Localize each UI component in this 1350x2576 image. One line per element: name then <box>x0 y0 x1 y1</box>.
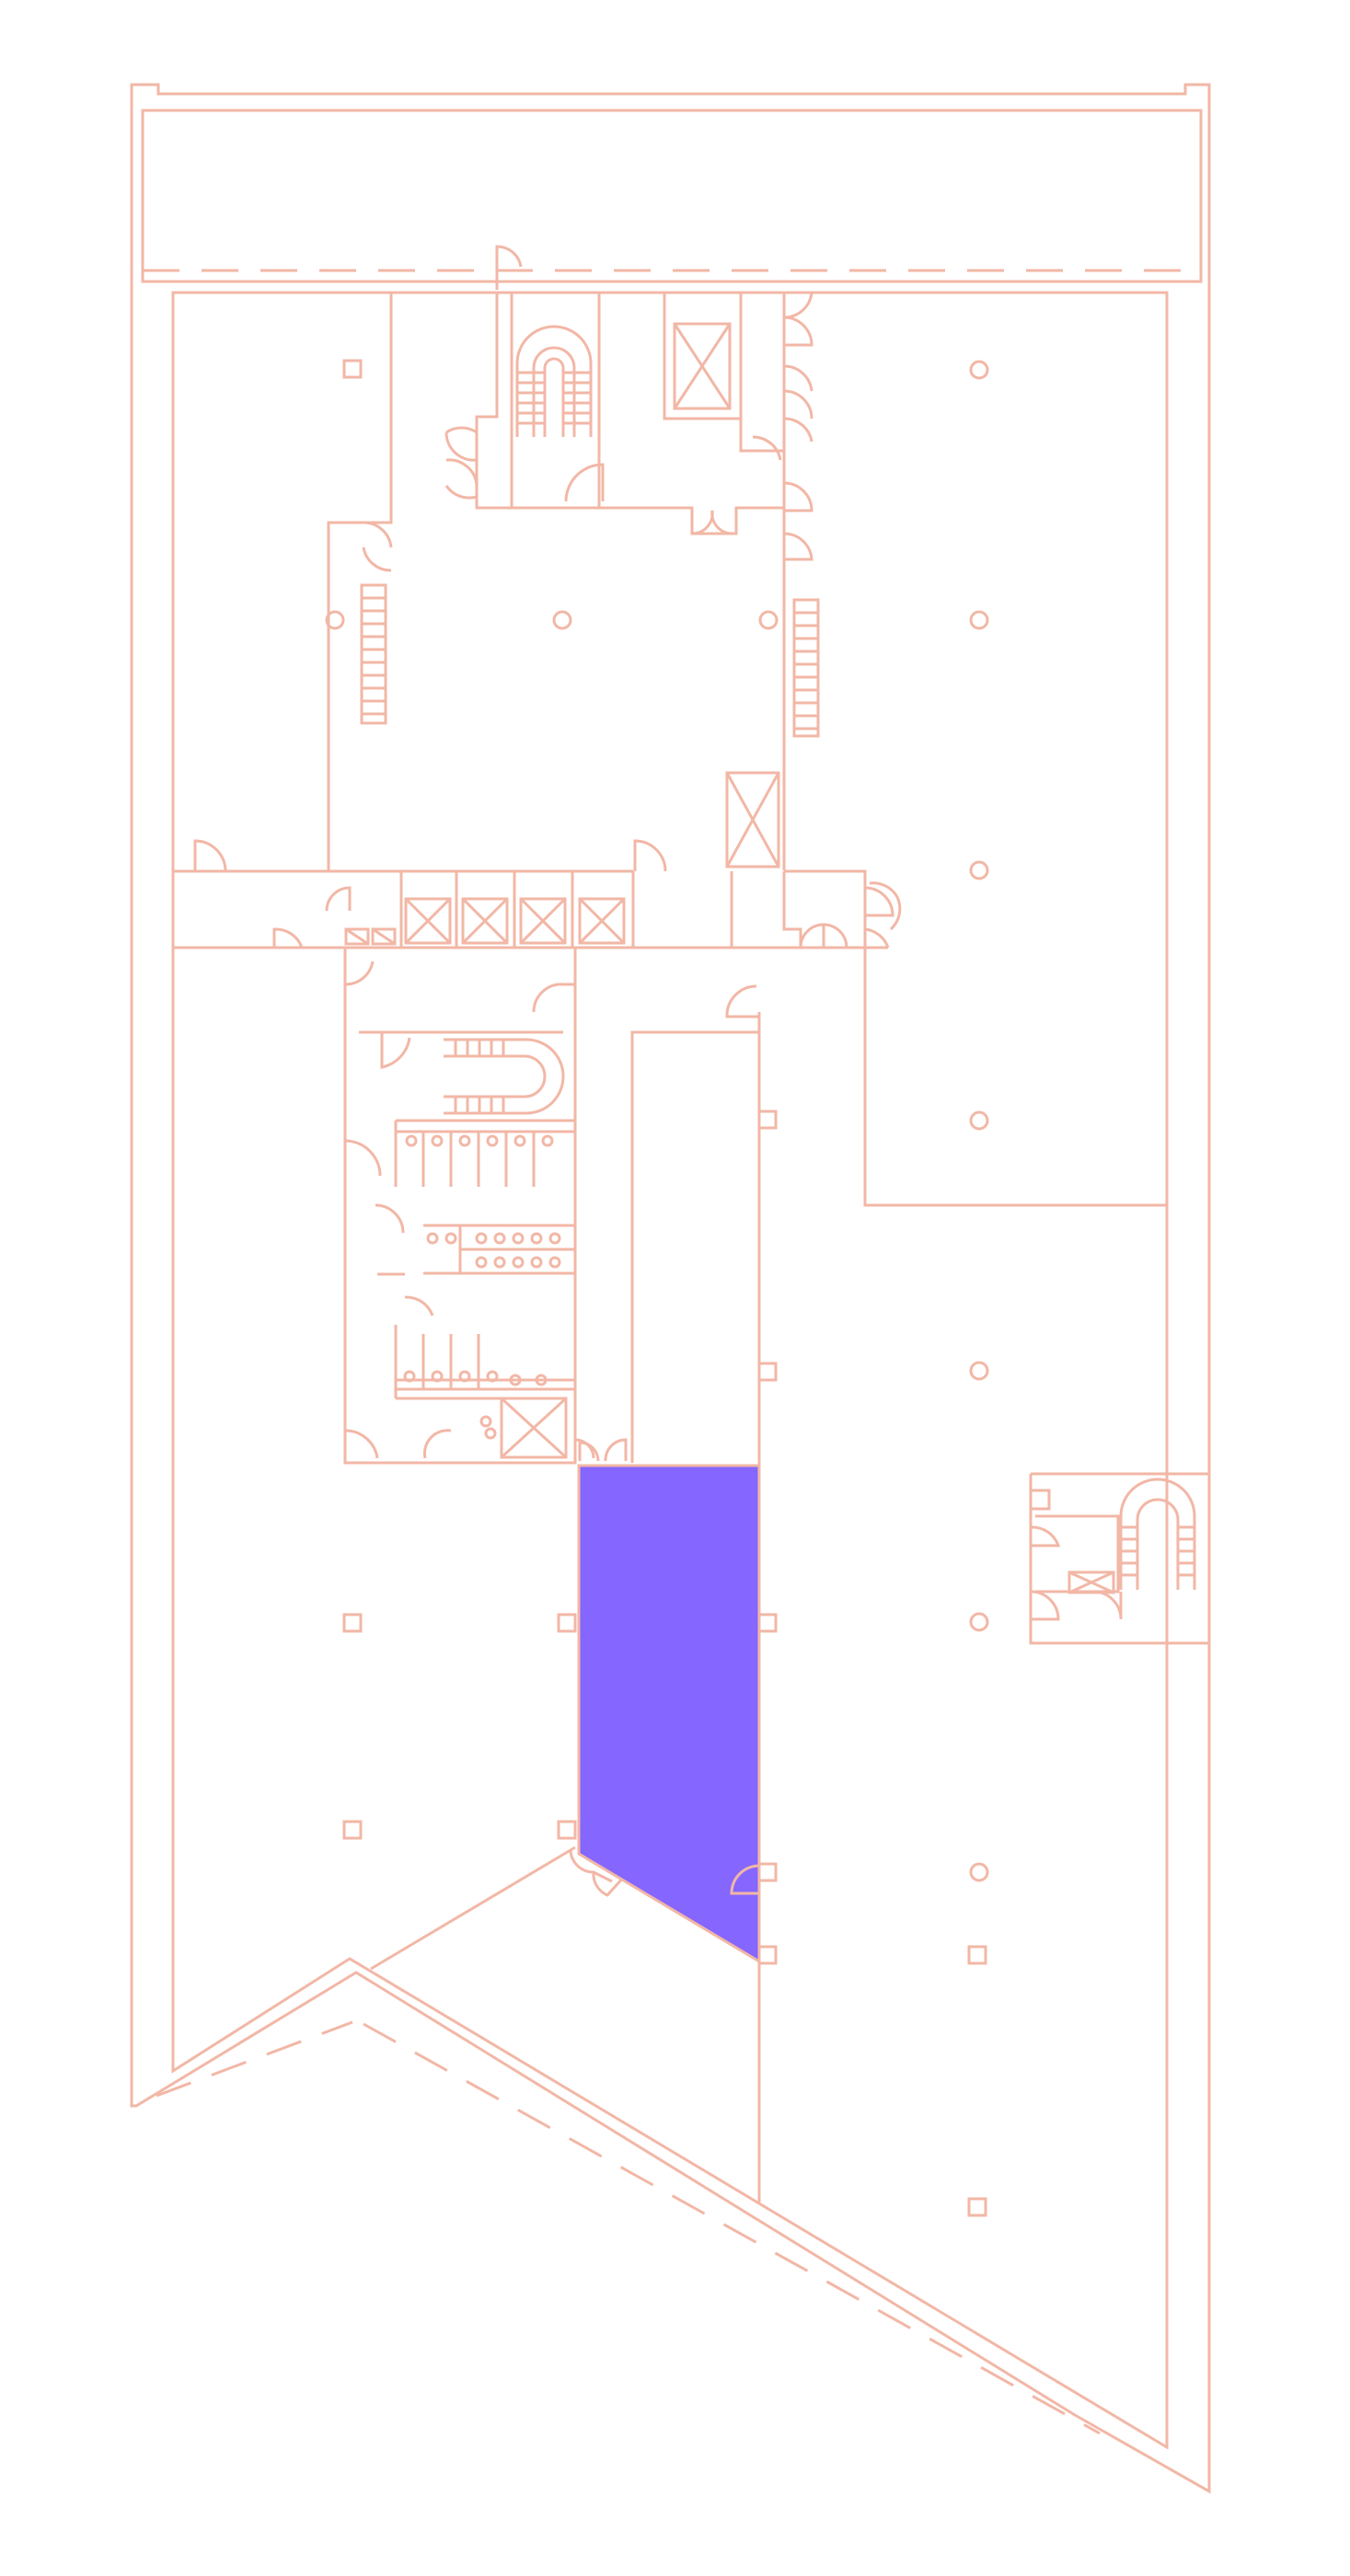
lift-1 <box>404 897 452 945</box>
small-lift-b <box>371 927 397 946</box>
wc-stalls-1 <box>421 1132 536 1187</box>
restroom-block <box>343 948 577 1465</box>
outer-wall <box>130 83 1211 2494</box>
wc-fixtures <box>403 1134 561 1440</box>
lift-x-a2 <box>673 323 732 409</box>
shaft-void <box>630 1030 761 1463</box>
stair-right-treads <box>794 611 818 730</box>
small-lift-a <box>344 927 370 946</box>
stair-left-treads <box>362 596 386 716</box>
columns-round <box>325 360 989 1882</box>
stair-u-mid-inner <box>444 1054 547 1098</box>
stair-mid-treads <box>454 1040 505 1113</box>
lift-3 <box>519 897 567 945</box>
stair-u-top-inner <box>532 346 576 437</box>
stair-u-right-inner <box>1136 1498 1180 1590</box>
lift-bank-wall <box>631 871 733 948</box>
lift-2 <box>461 897 509 945</box>
right-stair-lift-x2 <box>1068 1570 1114 1594</box>
stair-u-right <box>1119 1478 1196 1590</box>
entry-ledge <box>784 869 1167 1207</box>
wc-row-3 <box>394 1325 575 1398</box>
stair-right <box>792 598 820 738</box>
canopy-band <box>141 109 1203 283</box>
stair-u-top-inner2 <box>543 357 565 437</box>
stair-left <box>360 583 387 725</box>
right-stair-lift <box>1067 1570 1115 1594</box>
stair-top-treads <box>517 371 591 425</box>
dashed-canopy-right <box>363 2022 1101 2435</box>
dashed-canopy-left <box>156 2020 353 2098</box>
doors <box>193 245 1123 1897</box>
inner-wall-outline <box>171 291 1169 2450</box>
highlight-door <box>730 1864 760 1895</box>
stair-u-top <box>515 325 593 437</box>
lift-1-x2 <box>404 897 452 945</box>
lift-bank-dividers <box>399 871 574 948</box>
wc-row-1 <box>394 1119 575 1187</box>
lift-x-b2 <box>725 772 780 868</box>
right-stair-block <box>1029 1472 1211 1645</box>
small-lift-a-x <box>345 927 369 946</box>
lift-wc <box>500 1397 568 1459</box>
lift-freight <box>725 771 780 868</box>
plan-linework <box>130 83 1211 2494</box>
right-stair-inner <box>1035 1514 1120 1593</box>
core-right-block <box>730 871 867 948</box>
upper-room <box>475 293 784 535</box>
core-upper-left <box>327 293 393 870</box>
lift-2-x2 <box>461 897 509 945</box>
lift-3-x2 <box>519 897 567 945</box>
columns-square <box>342 359 987 2217</box>
small-lift-b-x <box>372 927 396 946</box>
lift-4 <box>578 897 626 945</box>
wc-row-2 <box>423 1224 575 1275</box>
lift-4-x2 <box>578 897 626 945</box>
service-room <box>739 293 786 508</box>
highlighted-unit[interactable] <box>577 1464 761 1964</box>
diagonal-wall <box>370 1846 576 1971</box>
stair-right-b-treads <box>1121 1525 1194 1577</box>
lift-wc-x2 <box>500 1397 568 1459</box>
lift-car-a <box>673 322 732 410</box>
stair-u-mid <box>444 1038 565 1115</box>
